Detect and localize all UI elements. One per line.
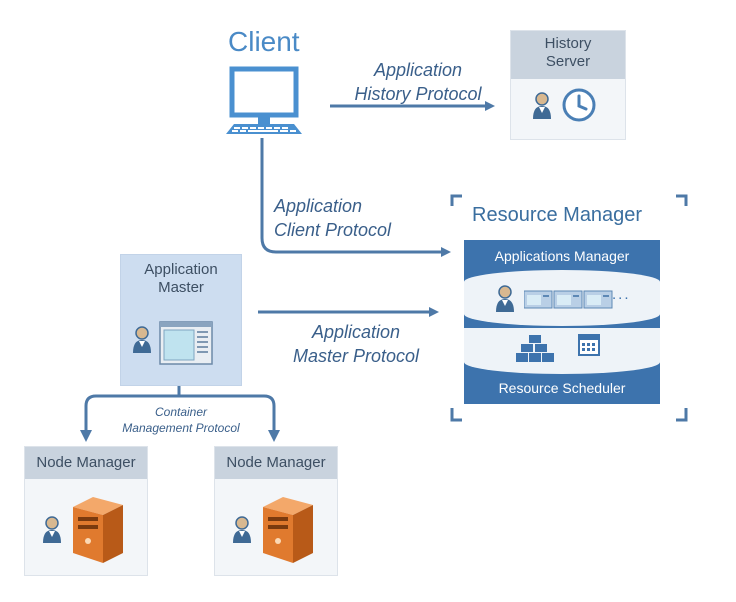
client-protocol-line1: Application — [274, 196, 363, 216]
history-server: History Server — [510, 30, 626, 140]
resource-scheduler-label: Resource Scheduler — [498, 380, 626, 396]
node-manager-1: Node Manager — [24, 446, 148, 576]
application-master-line2: Master — [158, 279, 204, 296]
client-label: Client — [228, 26, 300, 57]
clock-icon — [562, 88, 596, 122]
client-protocol-line2: Client Protocol — [274, 220, 392, 240]
node-manager-label: Node Manager — [226, 454, 326, 471]
container-protocol-line1: Container — [154, 405, 208, 419]
resource-manager-title: Resource Manager — [472, 204, 643, 226]
server-icon — [263, 497, 313, 563]
application-master-line1: Application — [144, 261, 218, 278]
master-protocol-line1: Application — [311, 322, 401, 342]
history-protocol-line1: Application — [373, 60, 463, 80]
server-icon — [73, 497, 123, 563]
resource-scheduler-band — [464, 328, 660, 374]
container-protocol-label: Container Management Protocol — [96, 404, 266, 436]
history-protocol-line2: History Protocol — [354, 84, 482, 104]
cluster-icon — [516, 335, 554, 362]
user-icon — [233, 516, 251, 543]
user-icon — [533, 92, 551, 119]
monitor-icon — [226, 66, 302, 134]
user-icon — [133, 326, 151, 353]
user-icon — [496, 285, 514, 312]
applications-manager-label: Applications Manager — [494, 248, 630, 264]
resource-manager-panel: Applications Manager ... Resource Schedu… — [464, 240, 660, 404]
window-icon — [159, 321, 213, 365]
container-protocol-line2: Management Protocol — [122, 421, 240, 435]
application-master-title: Application Master — [121, 261, 241, 297]
history-server-line1: History — [544, 35, 592, 52]
client-protocol-arrow — [260, 138, 451, 257]
node-manager-header: Node Manager — [25, 447, 147, 479]
node-manager-header: Node Manager — [215, 447, 337, 479]
app-windows-icon — [524, 290, 613, 309]
client-protocol-label: Application Client Protocol — [266, 194, 414, 242]
app-list-ellipsis: ... — [612, 286, 631, 303]
history-server-header: History Server — [511, 31, 625, 79]
master-protocol-label: Application Master Protocol — [276, 320, 436, 368]
application-master: Application Master — [120, 254, 242, 386]
container-protocol-arrows — [84, 385, 276, 432]
node-manager-2: Node Manager — [214, 446, 338, 576]
user-icon — [43, 516, 61, 543]
master-protocol-line2: Master Protocol — [292, 346, 420, 366]
calendar-icon — [578, 334, 600, 356]
history-server-line2: Server — [545, 53, 591, 70]
node-manager-label: Node Manager — [36, 454, 136, 471]
history-protocol-label: Application History Protocol — [338, 58, 498, 106]
